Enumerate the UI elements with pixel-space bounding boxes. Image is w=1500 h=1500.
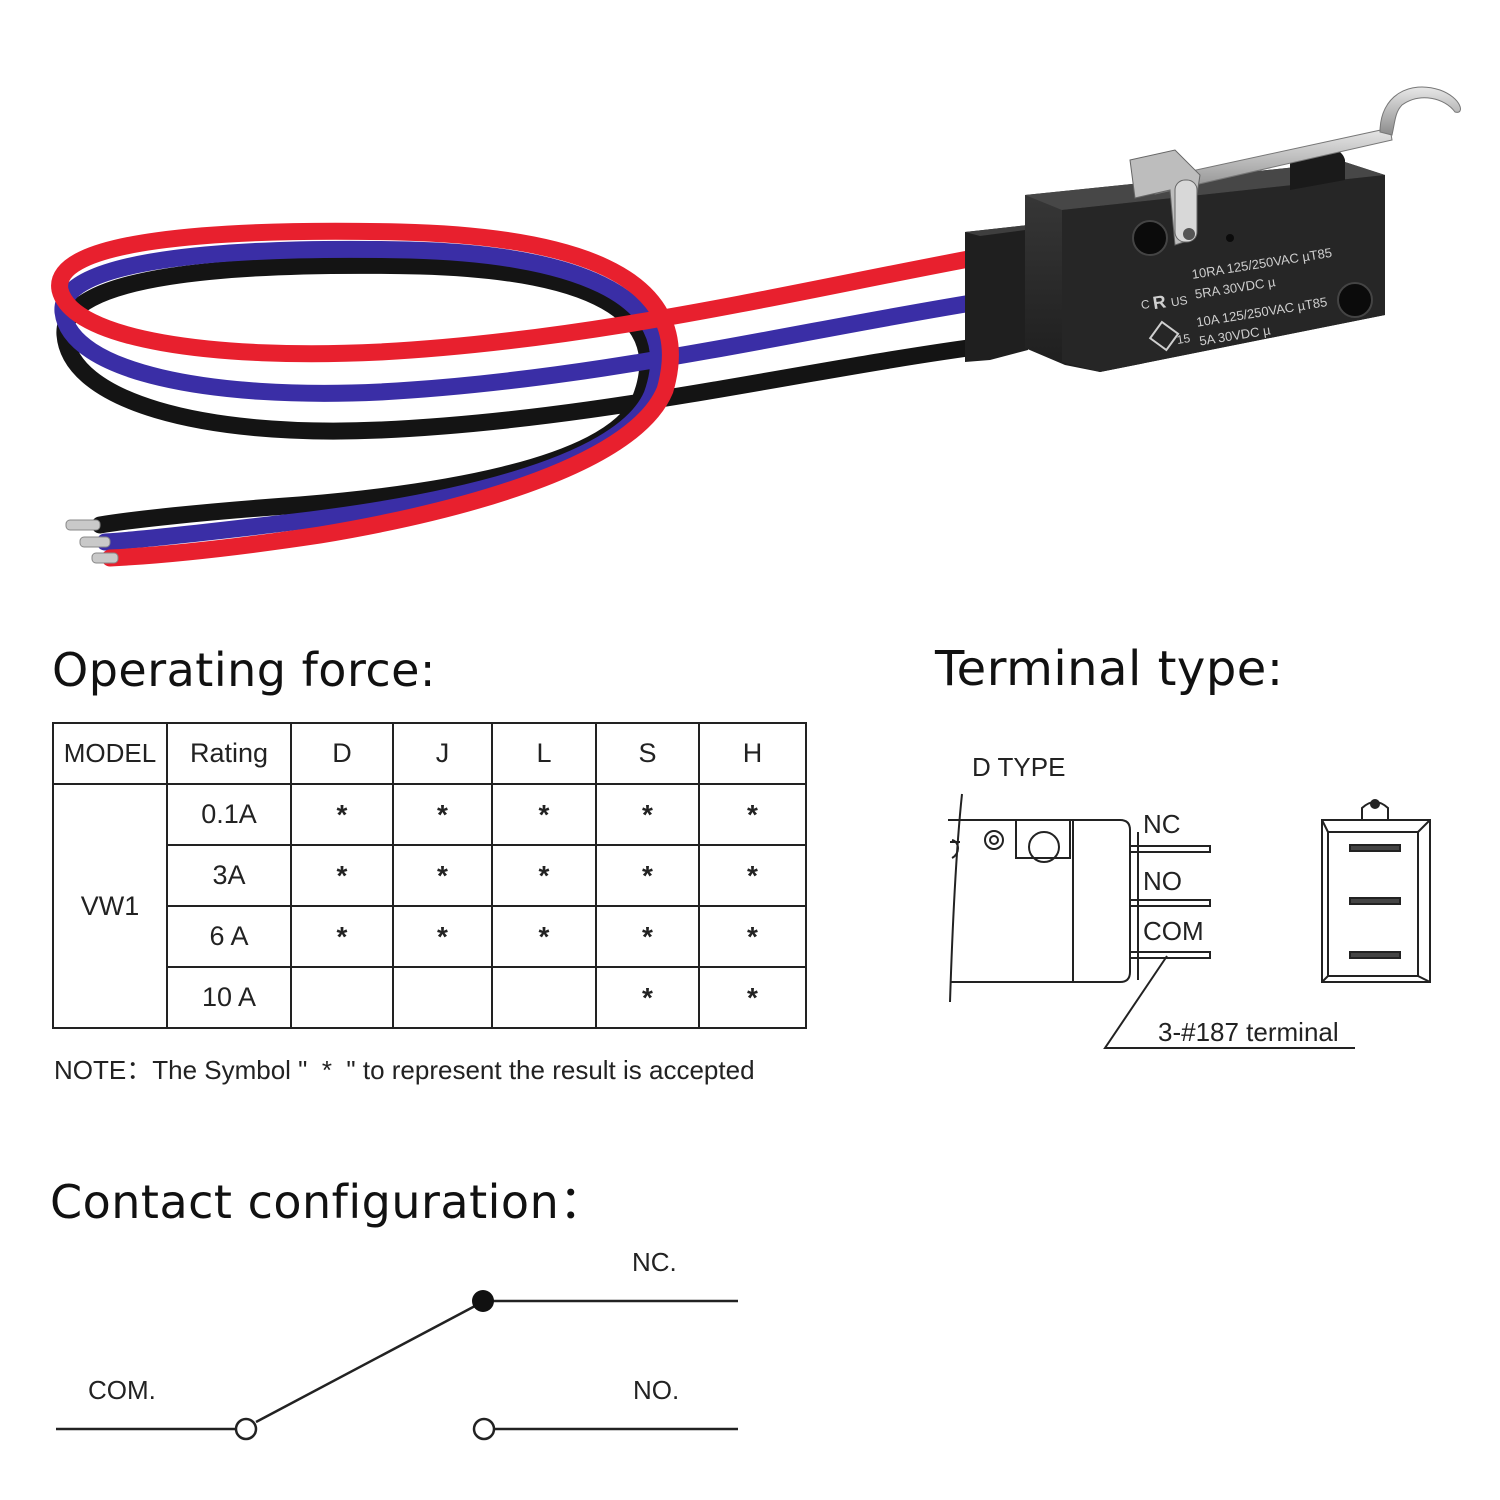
table-row: VW1 0.1A * * * * * — [52, 783, 807, 1029]
terminal-slot — [1349, 844, 1401, 852]
accepted-mark: * — [392, 783, 493, 846]
accepted-mark: * — [290, 783, 394, 846]
contact-schematic — [56, 1290, 738, 1441]
ul-mark-icon: R — [1151, 291, 1167, 313]
callout-leader — [1103, 955, 1355, 1049]
model-cell: VW1 — [52, 783, 168, 1029]
micro-switch-body: 10RA 125/250VAC µT85 5RA 30VDC µ 10A 125… — [965, 162, 1385, 372]
table-row: 6 A * * * * * — [53, 905, 807, 968]
column-header: H — [698, 722, 807, 785]
column-header: MODEL — [52, 722, 168, 785]
cqc-mark-15: 15 — [1176, 331, 1192, 347]
blue-wire — [54, 240, 999, 551]
accepted-mark: * — [491, 905, 597, 968]
ul-mark-us: US — [1170, 293, 1189, 309]
com-terminal-icon — [234, 1417, 258, 1441]
terminal-slot — [1349, 951, 1401, 959]
accepted-mark: * — [392, 905, 493, 968]
accepted-mark — [491, 966, 597, 1029]
mounting-hole-icon — [1132, 220, 1168, 256]
no-terminal-icon — [472, 1417, 496, 1441]
com-label: COM. — [88, 1375, 156, 1405]
accepted-mark: * — [595, 966, 700, 1029]
table-header-row: MODEL Rating D J L S H — [52, 722, 807, 785]
roller-lever — [1129, 86, 1461, 246]
table-note: NOTE：The Symbol " * " to represent the r… — [54, 1055, 755, 1085]
terminal-callout: 3-#187 terminal — [1158, 1017, 1339, 1047]
nc-contact-icon — [472, 1290, 494, 1312]
accepted-mark: * — [290, 844, 394, 907]
wire-tip — [65, 519, 101, 531]
column-header: L — [491, 722, 597, 785]
black-wire — [56, 256, 999, 534]
column-header: D — [290, 722, 394, 785]
terminal-type-heading: Terminal type: — [935, 641, 1284, 697]
nc-label: NC. — [632, 1247, 677, 1277]
accepted-mark: * — [698, 966, 807, 1029]
table-row: 10 A * * — [53, 966, 807, 1029]
rating-cell: 3A — [166, 844, 292, 907]
terminal-slot — [1349, 897, 1401, 905]
accepted-mark: * — [698, 783, 807, 846]
mounting-hole-icon — [1028, 831, 1060, 863]
column-header: J — [392, 722, 493, 785]
contact-configuration-heading: Contact configuration： — [50, 1175, 606, 1229]
terminal-front-view — [1321, 799, 1431, 983]
terminal-drawing — [948, 793, 1431, 1049]
wire-tip — [91, 552, 119, 564]
accepted-mark: * — [491, 844, 597, 907]
ul-mark-c: C — [1140, 297, 1151, 312]
no-label: NO. — [633, 1375, 680, 1405]
switch-arm — [255, 1304, 476, 1424]
accepted-mark — [392, 966, 493, 1029]
red-wire — [51, 222, 999, 567]
operating-force-table: MODEL Rating D J L S H VW1 0.1A * * * * … — [52, 722, 807, 1029]
rating-cell: 10 A — [166, 966, 292, 1029]
rating-cell: 6 A — [166, 905, 292, 968]
switch-side-outline — [949, 793, 963, 1003]
accepted-mark: * — [595, 905, 700, 968]
accepted-mark: * — [290, 905, 394, 968]
terminal-label-nc: NC — [1143, 809, 1181, 839]
accepted-mark: * — [491, 783, 597, 846]
accepted-mark: * — [595, 844, 700, 907]
terminal-no — [1130, 899, 1211, 907]
cqc-mark-icon — [1148, 320, 1180, 352]
column-header: Rating — [166, 722, 292, 785]
accepted-mark: * — [392, 844, 493, 907]
accepted-mark: * — [595, 783, 700, 846]
accepted-mark: * — [698, 844, 807, 907]
terminal-label-no: NO — [1143, 866, 1182, 896]
wire-tip — [79, 536, 111, 548]
column-header: S — [595, 722, 700, 785]
rating-cell: 0.1A — [166, 783, 292, 846]
wire-harness — [51, 222, 999, 567]
table-row: 3A * * * * * — [53, 844, 807, 907]
terminal-nc — [1130, 845, 1211, 853]
terminal-label-com: COM — [1143, 916, 1204, 946]
accepted-mark — [290, 966, 394, 1029]
accepted-mark: * — [698, 905, 807, 968]
product-illustration: 10RA 125/250VAC µT85 5RA 30VDC µ 10A 125… — [51, 86, 1461, 567]
mounting-hole-icon — [1337, 282, 1373, 318]
operating-force-heading: Operating force: — [52, 643, 436, 697]
terminal-com — [1130, 951, 1211, 959]
d-type-label: D TYPE — [972, 752, 1066, 782]
